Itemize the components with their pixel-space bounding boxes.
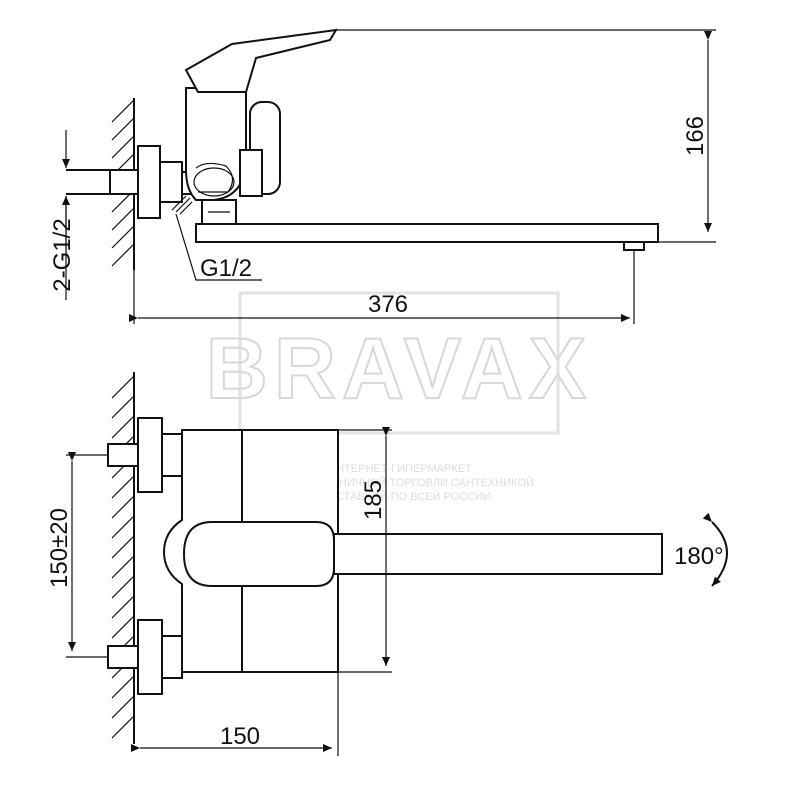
dim-length-376: 376 [368,291,408,318]
dim-projection-150: 150 [220,723,260,750]
rotation-label: 180° [674,543,724,570]
thread-inlet-label: 2-G1/2 [49,218,76,291]
escutcheon-upper [137,417,163,493]
dim-spacing-150: 150±20 [46,508,73,588]
escutcheon-top [137,145,161,219]
lever-handle-top [184,28,338,93]
lever-handle-front [182,521,335,587]
thread-outlet-label: G1/2 [200,255,252,282]
dim-body-height-185: 185 [360,480,387,520]
watermark: BRAVAX ИНТЕРНЕТ-ГИПЕРМАРКЕТ ОПТОВО-РОЗНИ… [205,291,592,503]
nut-upper [161,433,183,477]
thread-hatch [171,195,193,215]
watermark-line-1: ИНТЕРНЕТ-ГИПЕРМАРКЕТ [328,463,472,475]
watermark-brand: BRAVAX [206,321,592,417]
inlet-pipe-lower [107,645,141,669]
escutcheon-lower [137,619,163,695]
aerator-top [623,241,645,251]
nut-lower [161,635,183,679]
spout-top [195,223,659,243]
rotation-arc [702,512,728,587]
front-view: 180° 185 150±20 150 [46,372,728,756]
inlet-pipe-upper [107,443,141,467]
faucet-body-top [185,87,247,201]
dim-height-166: 166 [682,116,709,156]
wall-front [111,372,135,744]
inlet-pipe-top [109,169,141,195]
top-view: 166 376 2-G1/2 G1/2 [49,28,716,324]
spout-front [333,533,663,575]
watermark-line-3: С ДОСТАВКОЙ ПО ВСЕЙ РОССИИ [309,490,491,503]
nut-top [159,161,183,203]
